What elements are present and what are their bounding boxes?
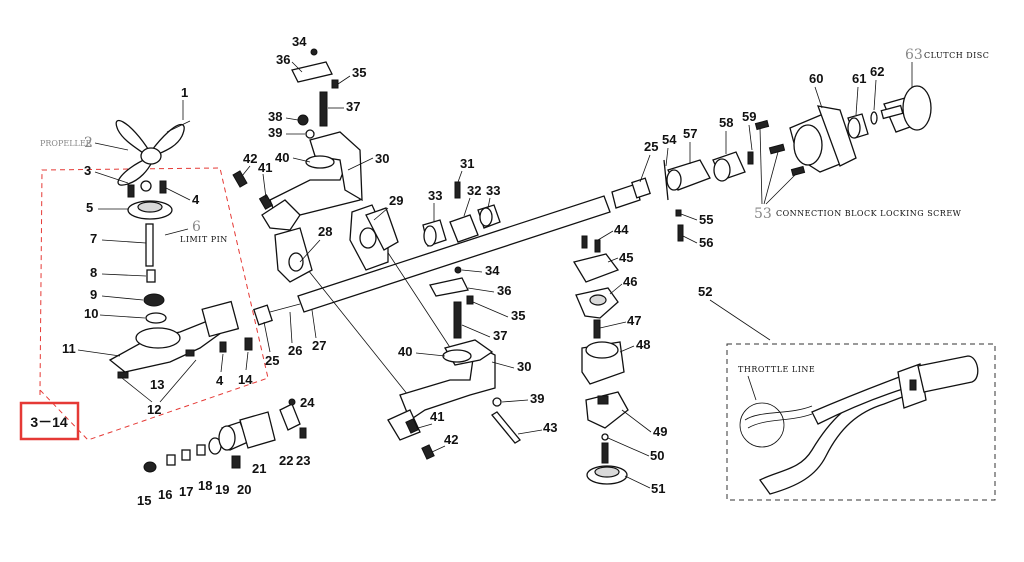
part-number: 24 [300, 395, 315, 410]
connection-block-caption: CONNECTION BLOCK LOCKING SCREW [776, 209, 962, 218]
part-number: 18 [198, 478, 212, 493]
part-number: 61 [852, 71, 866, 86]
part-number: 55 [699, 212, 713, 227]
part-number: 13 [150, 377, 164, 392]
part-number: 23 [296, 453, 310, 468]
clutch-disc-number: 63 [905, 47, 923, 63]
part-number: 29 [389, 193, 403, 208]
part-number: 16 [158, 487, 172, 502]
part-number: 62 [870, 64, 884, 79]
part-number: 25 [265, 353, 279, 368]
part-number: 15 [137, 493, 151, 508]
part-number: 39 [268, 125, 282, 140]
limit-pin-number: 6 [192, 219, 201, 235]
part-number: 14 [238, 372, 253, 387]
part-number: 11 [62, 341, 76, 356]
throttle-line-caption: THROTTLE LINE [738, 365, 815, 374]
part-number: 33 [428, 188, 442, 203]
propeller-part [115, 119, 191, 186]
part-number: 5 [86, 200, 93, 215]
part-number: 38 [268, 109, 282, 124]
lower-shaft-parts [143, 398, 307, 473]
limit-pin-caption: LIMIT PIN [180, 235, 228, 244]
part-number: 37 [346, 99, 360, 114]
part-number: 19 [215, 482, 229, 497]
part-number: 51 [651, 481, 665, 496]
part-number: 32 [467, 183, 481, 198]
part-number: 10 [84, 306, 98, 321]
part-number: 35 [511, 308, 525, 323]
part-number: 21 [252, 461, 266, 476]
part-number: 7 [90, 231, 97, 246]
part-number: 44 [614, 222, 629, 237]
part-number: 49 [653, 424, 667, 439]
throttle-handle-part [759, 355, 979, 495]
part-number: 20 [237, 482, 251, 497]
range-label: 3－14 [30, 414, 68, 430]
part-number: 36 [497, 283, 511, 298]
part-number: 46 [623, 274, 637, 289]
part-number: 50 [650, 448, 664, 463]
range-label-box [19, 401, 80, 441]
part-number: 42 [444, 432, 458, 447]
part-number: 1 [181, 85, 188, 100]
link-part [291, 61, 333, 83]
part-number: 35 [352, 65, 366, 80]
part-number: 57 [683, 126, 697, 141]
throttle-handle-box [726, 343, 996, 501]
main-shaft-part [253, 177, 651, 326]
part-number: 26 [288, 343, 302, 358]
part-number: 60 [809, 71, 823, 86]
part-number: 36 [276, 52, 290, 67]
part-number: 42 [243, 151, 257, 166]
gearbox-housing-part [108, 300, 240, 373]
part-number: 48 [636, 337, 650, 352]
part-number: 12 [147, 402, 161, 417]
part-number: 9 [90, 287, 97, 302]
part-number: 41 [430, 409, 444, 424]
part-number: 58 [719, 115, 733, 130]
throttle-line-detail [739, 402, 785, 448]
part-number: 8 [90, 265, 97, 280]
part-number: 54 [662, 132, 677, 147]
part-number: 25 [644, 139, 658, 154]
part-number: 37 [493, 328, 507, 343]
gearbox-group-outline [39, 167, 269, 441]
part-number: 52 [698, 284, 712, 299]
part-number: 28 [318, 224, 332, 239]
part-number: 30 [375, 151, 389, 166]
lower-bracket-part [387, 339, 496, 460]
part-number: 47 [627, 313, 641, 328]
part-number: 41 [258, 160, 272, 175]
part-number: 27 [312, 338, 326, 353]
mount-assembly-part [572, 235, 629, 485]
part-number: 22 [279, 453, 293, 468]
clamp-part [349, 204, 399, 271]
part-number: 40 [398, 344, 412, 359]
part-number: 17 [179, 484, 193, 499]
part-number: 59 [742, 109, 756, 124]
part-number: 33 [486, 183, 500, 198]
part-number: 43 [543, 420, 557, 435]
part-number: 45 [619, 250, 633, 265]
upper-bracket-part [232, 131, 363, 283]
part-number: 4 [216, 373, 224, 388]
part-number: 4 [192, 192, 200, 207]
part-number: 3 [84, 163, 91, 178]
part-number: 56 [699, 235, 713, 250]
connection-block-number: 53 [754, 206, 772, 222]
propeller-caption: PROPELLER [40, 139, 93, 148]
sleeve-part [449, 214, 479, 243]
part-number: 31 [460, 156, 474, 171]
clutch-disc-caption: CLUTCH DISC [924, 51, 989, 60]
part-number: 39 [530, 391, 544, 406]
part-number: 40 [275, 150, 289, 165]
clutch-assembly-part [663, 85, 932, 242]
link-part [429, 277, 469, 297]
part-number: 34 [292, 34, 307, 49]
part-number: 34 [485, 263, 500, 278]
propeller-number: 2 [84, 135, 93, 151]
part-number: 30 [517, 359, 531, 374]
